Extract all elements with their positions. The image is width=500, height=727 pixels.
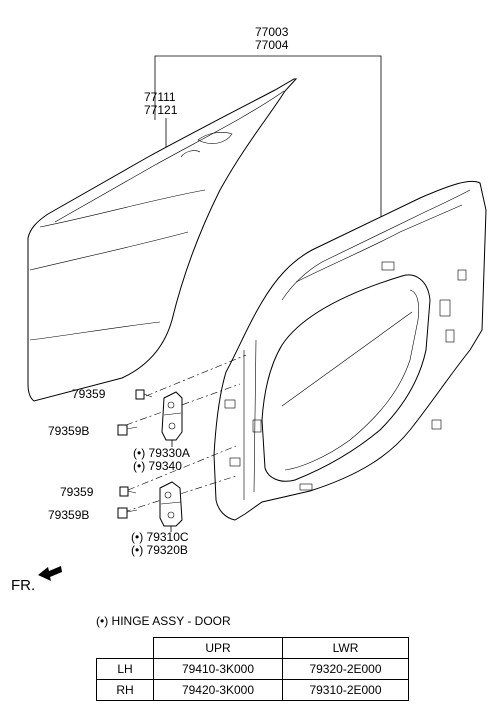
bolt-lower-79359 <box>119 486 137 497</box>
label-77121: 77121 <box>144 103 178 117</box>
bolt-lower-79359b <box>117 507 138 519</box>
table-cell: 79310-2E000 <box>282 679 409 701</box>
table-header-row: UPR LWR <box>96 637 409 659</box>
align-lower-b <box>123 475 237 513</box>
label-79359b-lower: 79359B <box>48 508 89 522</box>
table-header-cell <box>96 637 154 659</box>
table-header-cell: UPR <box>153 637 283 659</box>
outer-door-panel <box>27 78 298 402</box>
label-77111: 77111 <box>144 90 176 104</box>
label-79359-upper: 79359 <box>72 387 106 401</box>
label-79340: (•) 79340 <box>133 459 182 473</box>
label-79330a: (•) 79330A <box>133 446 190 460</box>
leader-assy <box>154 55 382 222</box>
table-cell: 79410-3K000 <box>153 658 283 680</box>
label-77004: 77004 <box>255 38 289 52</box>
bolt-upper-79359 <box>135 389 153 400</box>
hinge-legend: (•) HINGE ASSY - DOOR <box>96 614 231 628</box>
front-arrow-icon <box>38 566 62 581</box>
table-row: RH 79420-3K000 79310-2E000 <box>96 679 409 701</box>
bolt-upper-79359b <box>117 424 138 436</box>
label-79359b-upper: 79359B <box>48 424 89 438</box>
align-upper-a <box>145 354 247 397</box>
table-cell: RH <box>96 679 154 701</box>
upper-hinge <box>161 391 183 441</box>
label-77003: 77003 <box>255 25 289 39</box>
align-upper-b <box>125 383 241 426</box>
front-label: FR. <box>11 577 35 594</box>
lower-hinge <box>159 481 183 527</box>
table-cell: 79320-2E000 <box>282 658 409 680</box>
align-lower-a <box>127 445 237 491</box>
hinge-table: UPR LWR LH 79410-3K000 79320-2E000 RH 79… <box>96 637 409 701</box>
label-79320b: (•) 79320B <box>131 543 188 557</box>
label-79359-lower: 79359 <box>60 485 94 499</box>
label-79310c: (•) 79310C <box>131 530 189 544</box>
inner-door-frame <box>213 180 487 521</box>
table-cell: 79420-3K000 <box>153 679 283 701</box>
table-row: LH 79410-3K000 79320-2E000 <box>96 658 409 680</box>
table-header-cell: LWR <box>282 637 409 659</box>
table-cell: LH <box>96 658 154 680</box>
